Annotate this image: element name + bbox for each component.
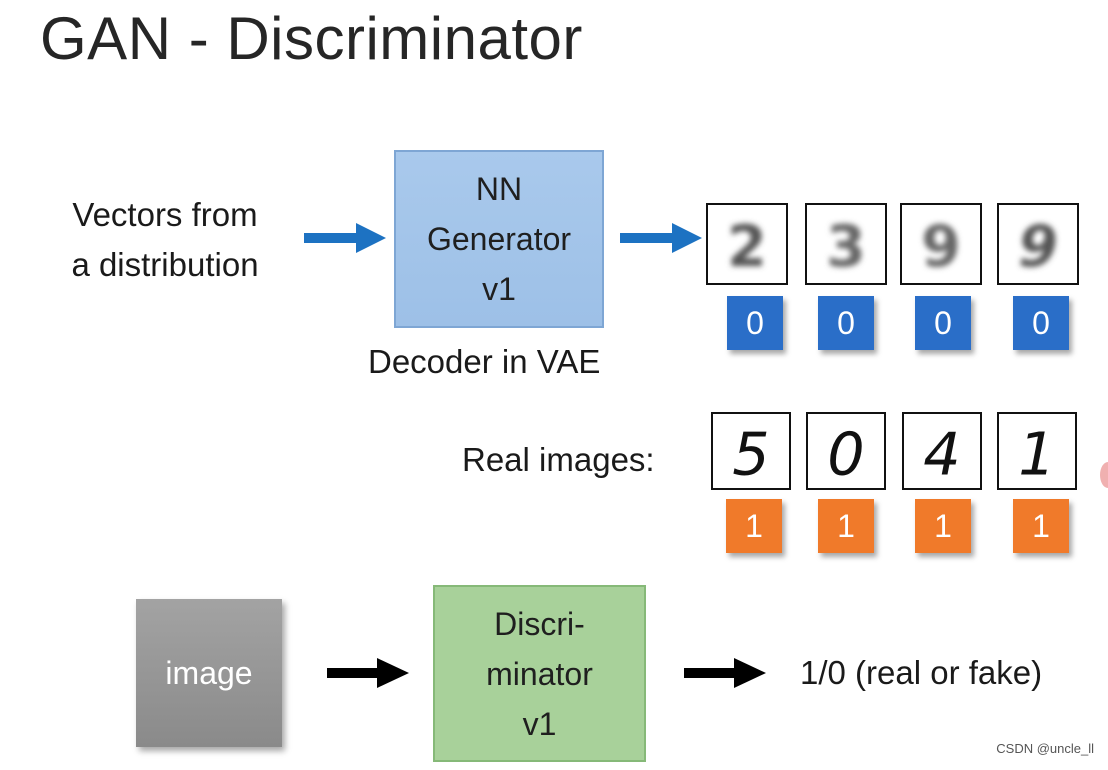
generator-box: NN Generator v1 — [394, 150, 604, 328]
fake-label-badge: 0 — [915, 296, 971, 350]
fake-label-badge: 0 — [727, 296, 783, 350]
generator-line1: NN — [475, 171, 523, 207]
real-digit-image: 1 — [997, 412, 1077, 490]
generated-digit-image: 9 — [900, 203, 982, 285]
watermark: CSDN @uncle_ll — [996, 741, 1094, 756]
image-arrow-icon — [327, 656, 409, 690]
input-arrow-icon — [304, 221, 386, 255]
generated-digit: 9 — [921, 214, 961, 280]
discriminator-line1: Discri- — [494, 605, 585, 642]
generated-digit: 3 — [826, 214, 866, 280]
generated-digit: 9 — [1018, 214, 1058, 280]
real-digit: 5 — [732, 420, 769, 488]
input-label-line2: a distribution — [71, 246, 259, 283]
discriminator-line3: v1 — [522, 705, 557, 742]
real-digit: 4 — [923, 420, 960, 488]
input-label-line1: Vectors from — [72, 196, 258, 233]
generated-digit-image: 9 — [997, 203, 1079, 285]
image-input-box: image — [136, 599, 282, 747]
page-title: GAN - Discriminator — [40, 5, 583, 72]
fake-label-badge: 0 — [818, 296, 874, 350]
generated-digit: 2 — [727, 214, 767, 280]
real-label-badge: 1 — [1013, 499, 1069, 553]
real-digit-image: 5 — [711, 412, 791, 490]
real-images-label: Real images: — [462, 441, 655, 478]
discriminator-arrow-icon — [684, 656, 766, 690]
generator-line2: Generator — [426, 221, 572, 257]
pointer-dot — [1100, 462, 1108, 488]
real-label-badge: 1 — [818, 499, 874, 553]
input-vectors-label: Vectors from a distribution — [40, 190, 290, 290]
decoder-label: Decoder in VAE — [368, 343, 601, 380]
generated-digit-image: 3 — [805, 203, 887, 285]
real-digit-image: 4 — [902, 412, 982, 490]
real-label-badge: 1 — [915, 499, 971, 553]
discriminator-line2: minator — [486, 655, 593, 692]
real-label-badge: 1 — [726, 499, 782, 553]
output-arrow-icon — [620, 221, 702, 255]
fake-label-badge: 0 — [1013, 296, 1069, 350]
generated-digit-image: 2 — [706, 203, 788, 285]
generator-line3: v1 — [482, 271, 516, 307]
real-digit: 0 — [827, 420, 864, 488]
real-digit: 1 — [1018, 420, 1055, 488]
discriminator-box: Discri- minator v1 — [433, 585, 646, 762]
output-label: 1/0 (real or fake) — [800, 654, 1043, 691]
real-digit-image: 0 — [806, 412, 886, 490]
